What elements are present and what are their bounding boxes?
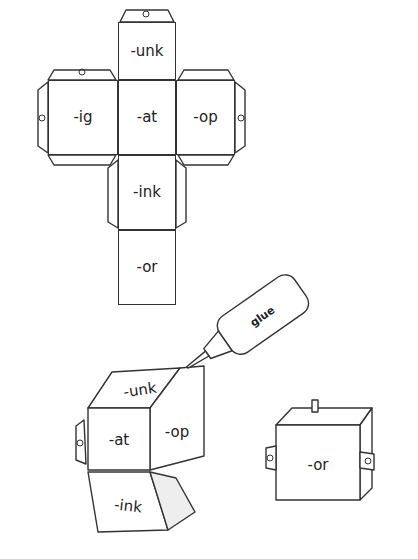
net-face: -ink [118,155,176,230]
net-face: -at [118,80,176,155]
word-ending: -unk [122,380,157,401]
cube-face: -or [282,448,354,482]
cube-face: -op [152,412,202,452]
word-ending: -or [307,457,328,474]
word-ending: -at [109,432,130,449]
word-ending: -op [165,424,189,441]
word-ending: -at [137,109,158,126]
word-ending: -ink [113,496,142,515]
net-face: -ig [48,80,118,155]
word-ending: -unk [130,43,163,60]
word-ending: -op [193,109,217,126]
net-face: -op [176,80,235,155]
net-face: -or [118,230,176,305]
word-ending: -ink [133,184,161,201]
word-ending: -ig [73,109,92,126]
word-ending: -or [136,259,157,276]
net-face: -unk [118,22,176,80]
cube-face: -at [92,424,146,456]
cube-face: -ink [99,489,158,523]
